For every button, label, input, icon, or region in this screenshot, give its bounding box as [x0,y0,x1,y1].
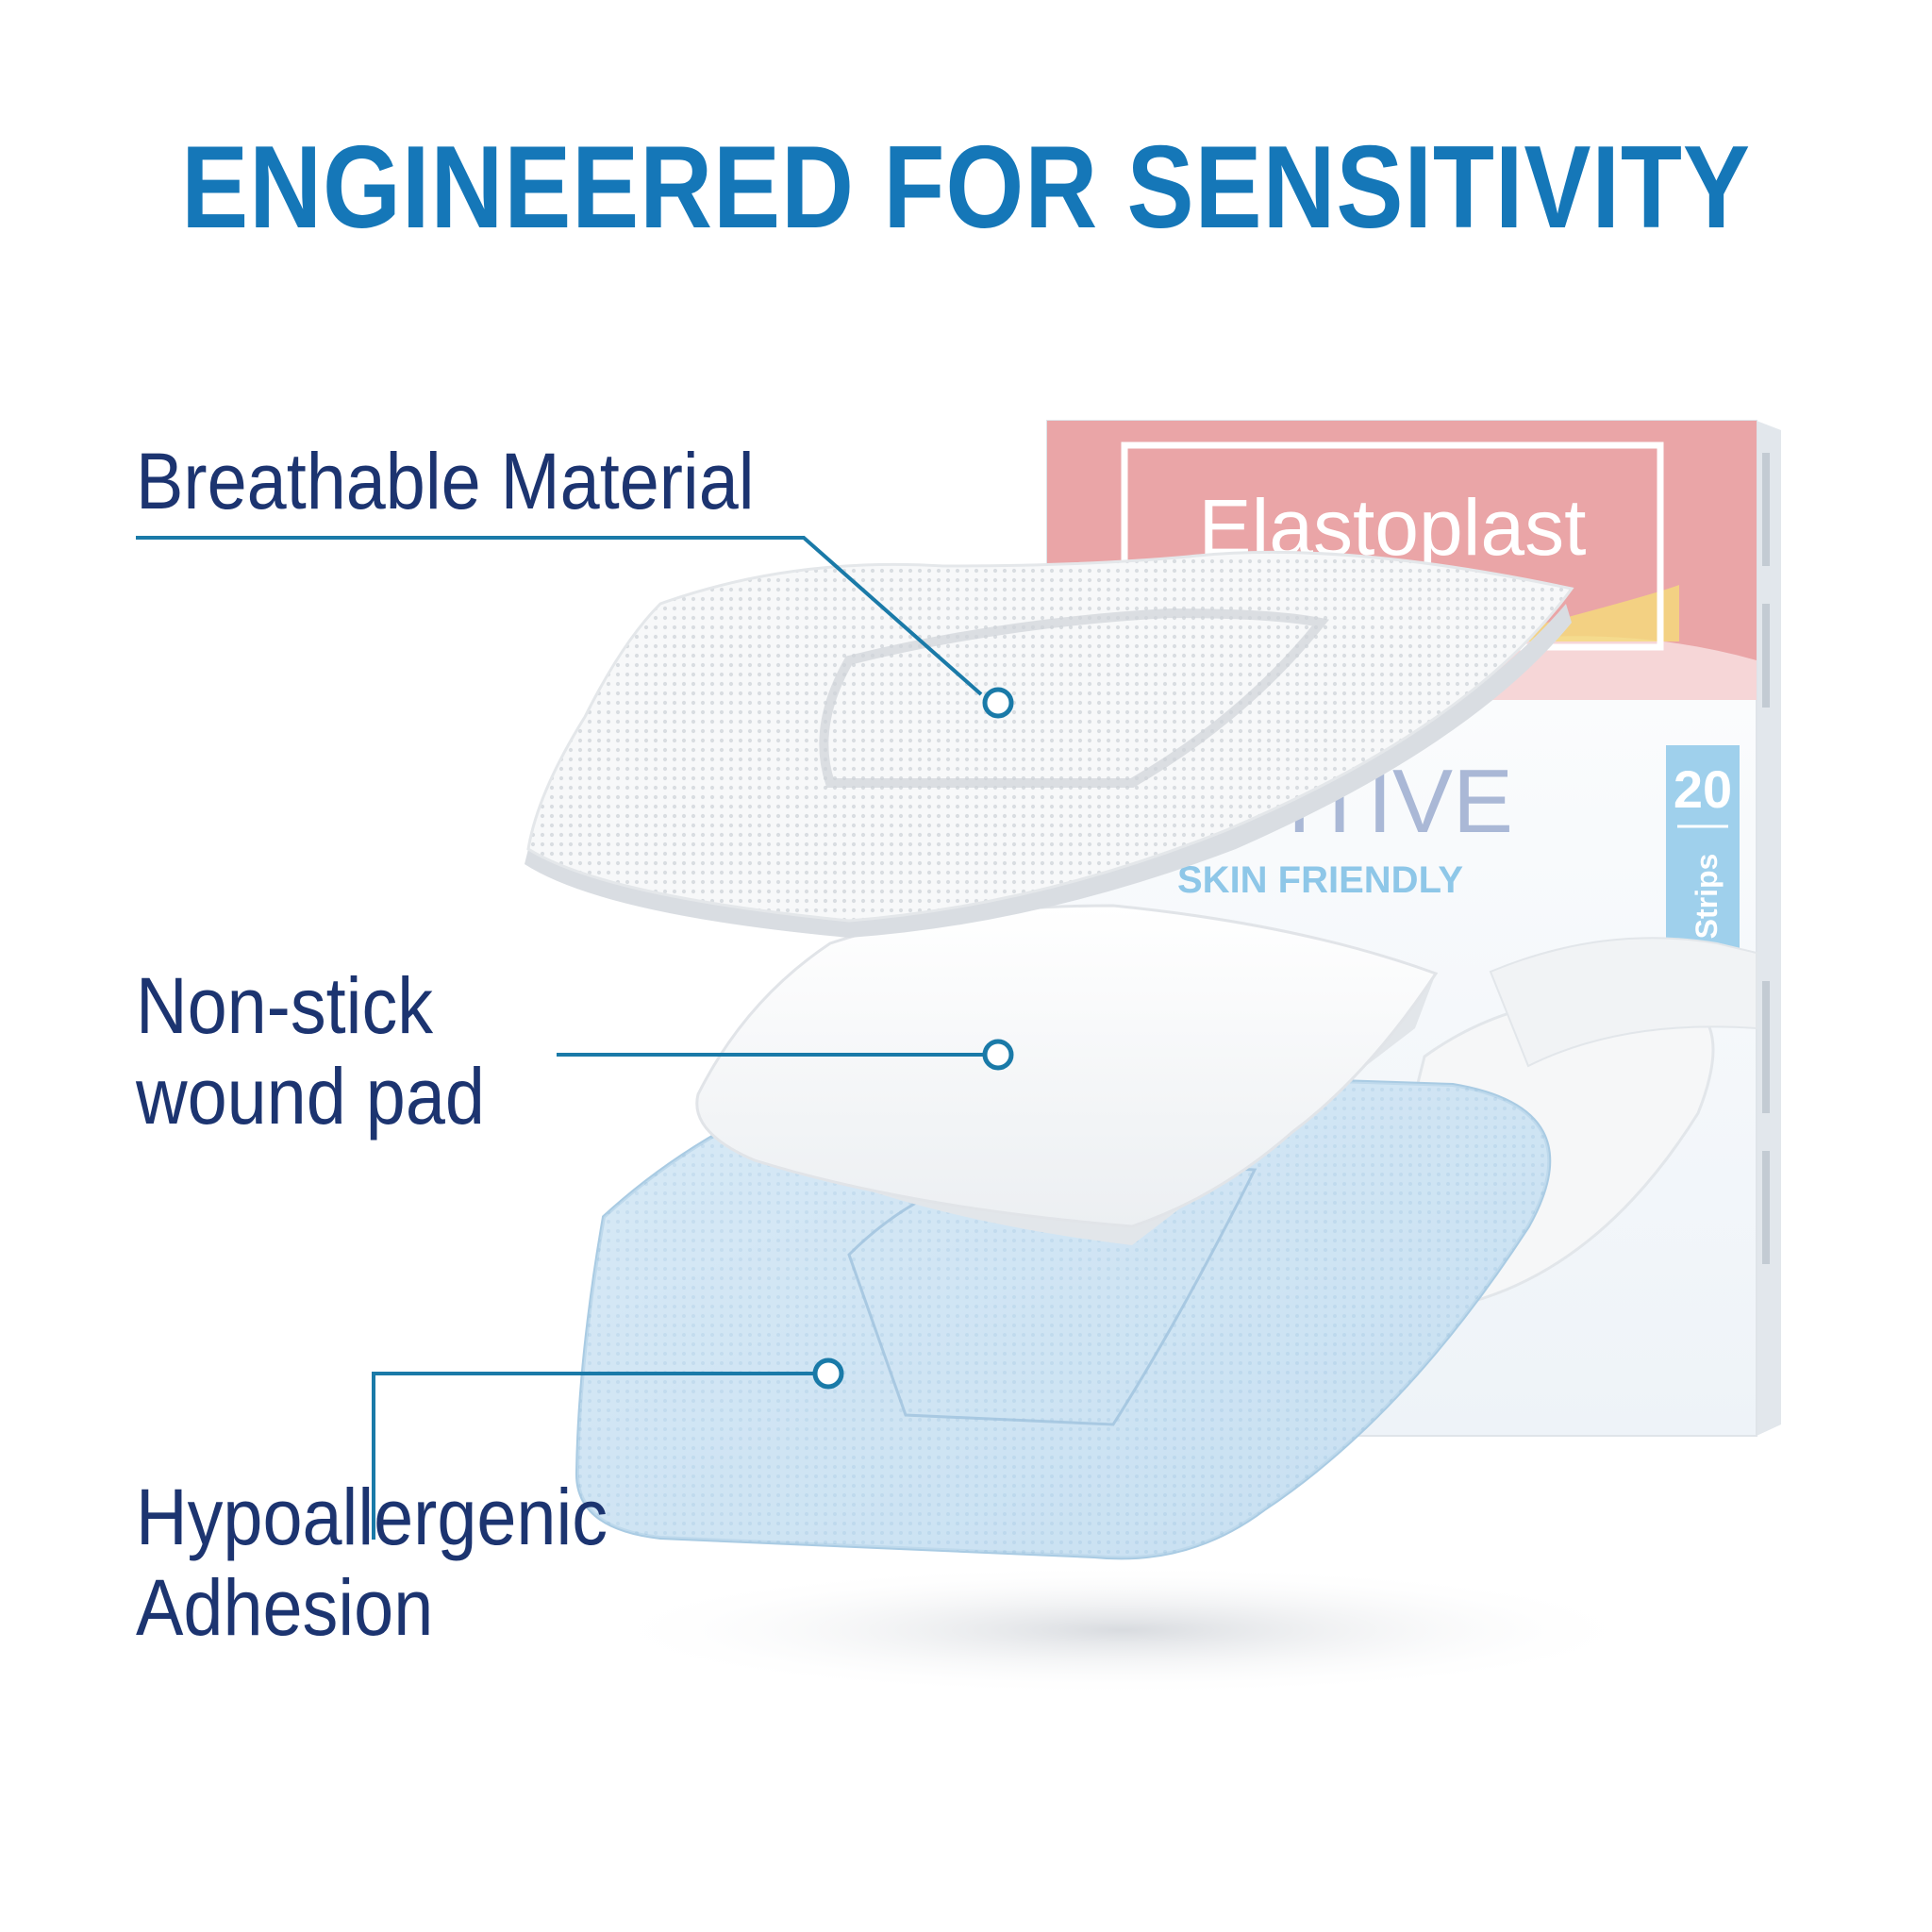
adhesive-layer [575,1063,1552,1560]
adhesive-layer-texture [576,1066,1550,1558]
feature-label-hypoallergenic-adhesion: Hypoallergenic Adhesion [136,1472,608,1653]
count-badge [1666,745,1740,955]
feature-label-line: Hypoallergenic [136,1473,608,1561]
feature-label-line: Breathable Material [136,437,755,525]
feature-label-non-stick-pad: Non-stick wound pad [136,960,485,1141]
feature-label-line: Adhesion [136,1563,434,1652]
feature-label-line: Non-stick [136,961,434,1050]
breathable-layer [525,550,1574,938]
count-unit: Strips [1690,854,1724,940]
callout-dot-pad [982,1039,1014,1071]
box-plaster-2 [1489,937,1757,1068]
callout-lines [136,536,985,1540]
box-side [1757,421,1781,1436]
floor-shadow [594,1564,1651,1696]
breathable-layer-shape [526,550,1574,923]
tagline-fragment: SKIN FRIENDLY [1177,859,1463,901]
callout-dot-hypo [812,1357,844,1390]
breathable-layer-edge [525,604,1572,938]
count-number: 20 [1674,759,1732,819]
feature-label-breathable-material: Breathable Material [136,436,755,526]
callout-dots [812,687,1014,1390]
headline: ENGINEERED FOR SENSITIVITY [181,123,1751,253]
breathable-pad-imprint [819,608,1330,788]
box-side-print [1762,453,1770,1264]
wound-pad-layer [695,904,1439,1245]
callout-line-hypo [372,1372,815,1540]
callout-dot-breathable [982,687,1014,719]
wound-pad-shape [695,904,1439,1228]
feature-label-line: wound pad [136,1052,485,1141]
callout-line-breathable [136,536,983,696]
